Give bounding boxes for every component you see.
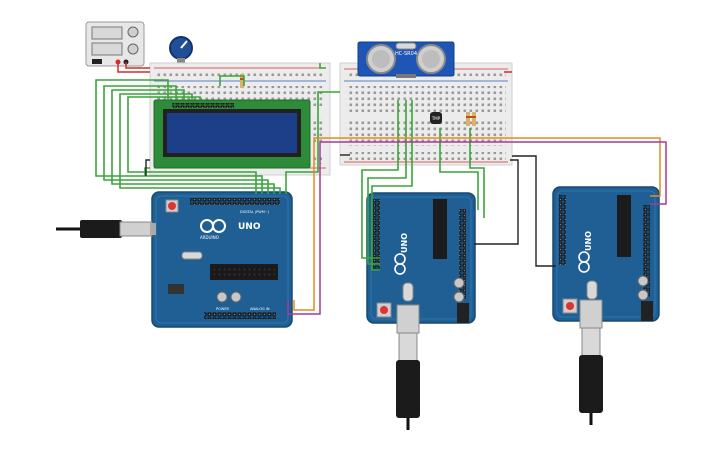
- ultrasonic-sensor: HC-SR04: [357, 41, 455, 78]
- brand-label-left: ARDUINO: [200, 235, 219, 240]
- arduino-left: UNO ARDUINO DIGITAL (PWM~) ANALOG IN POW…: [151, 191, 293, 328]
- wires-purple: [287, 141, 667, 315]
- usb-cable-right: [579, 299, 603, 425]
- arduino-right-board: UNO: [552, 186, 660, 322]
- tmp-label: TMP: [431, 116, 441, 121]
- usb-cable-left: [56, 220, 156, 238]
- digital-label-left: DIGITAL (PWM~): [240, 210, 270, 214]
- potentiometer: [169, 36, 193, 63]
- uno-label-middle: UNO: [400, 233, 409, 253]
- sensor-label: HC-SR04: [395, 51, 417, 57]
- wires-orange: [293, 137, 661, 311]
- temperature-sensor: TMP: [430, 112, 442, 124]
- uno-label-right: UNO: [584, 231, 593, 251]
- power-label-left: POWER: [216, 307, 230, 311]
- lcd-display: [153, 99, 311, 169]
- wires-black: [145, 154, 556, 267]
- wires-green: [95, 63, 485, 271]
- wires-red: [117, 62, 512, 73]
- power-supply: [85, 21, 145, 67]
- resistors: [240, 74, 476, 126]
- analog-label-left: ANALOG IN: [250, 307, 270, 311]
- uno-label-left: UNO: [238, 222, 261, 232]
- breadboard-right: [339, 62, 513, 166]
- usb-cable-middle: [396, 304, 420, 430]
- arduino-middle-board: UNO: [366, 192, 476, 324]
